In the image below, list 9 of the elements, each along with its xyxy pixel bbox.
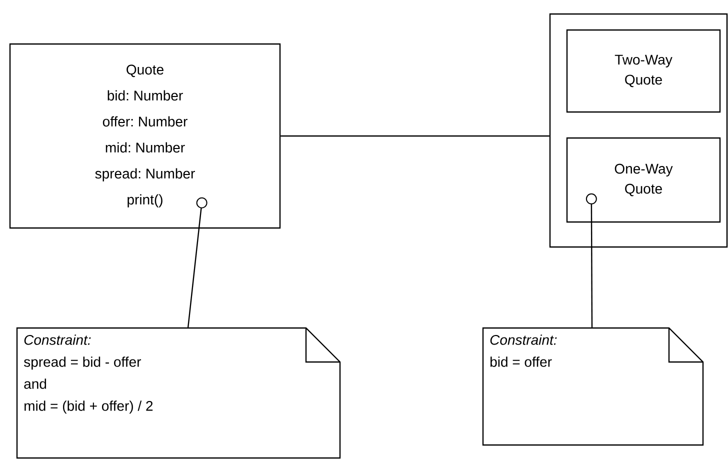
class-box: Two-Way Quote	[566, 29, 721, 113]
note-box: Constraint: bid = offer	[482, 327, 704, 446]
connector-line	[586, 193, 597, 328]
connector-line	[187, 197, 208, 328]
connector-line	[280, 135, 550, 137]
note-box: Constraint: spread = bid - offer and mid = (bid + offer) / 2	[16, 327, 341, 459]
container-box	[549, 13, 728, 248]
class-box: Quote bid: Number offer: Number mid: Number spread: Number print()	[9, 43, 281, 229]
class-box: One-Way Quote	[566, 137, 721, 223]
